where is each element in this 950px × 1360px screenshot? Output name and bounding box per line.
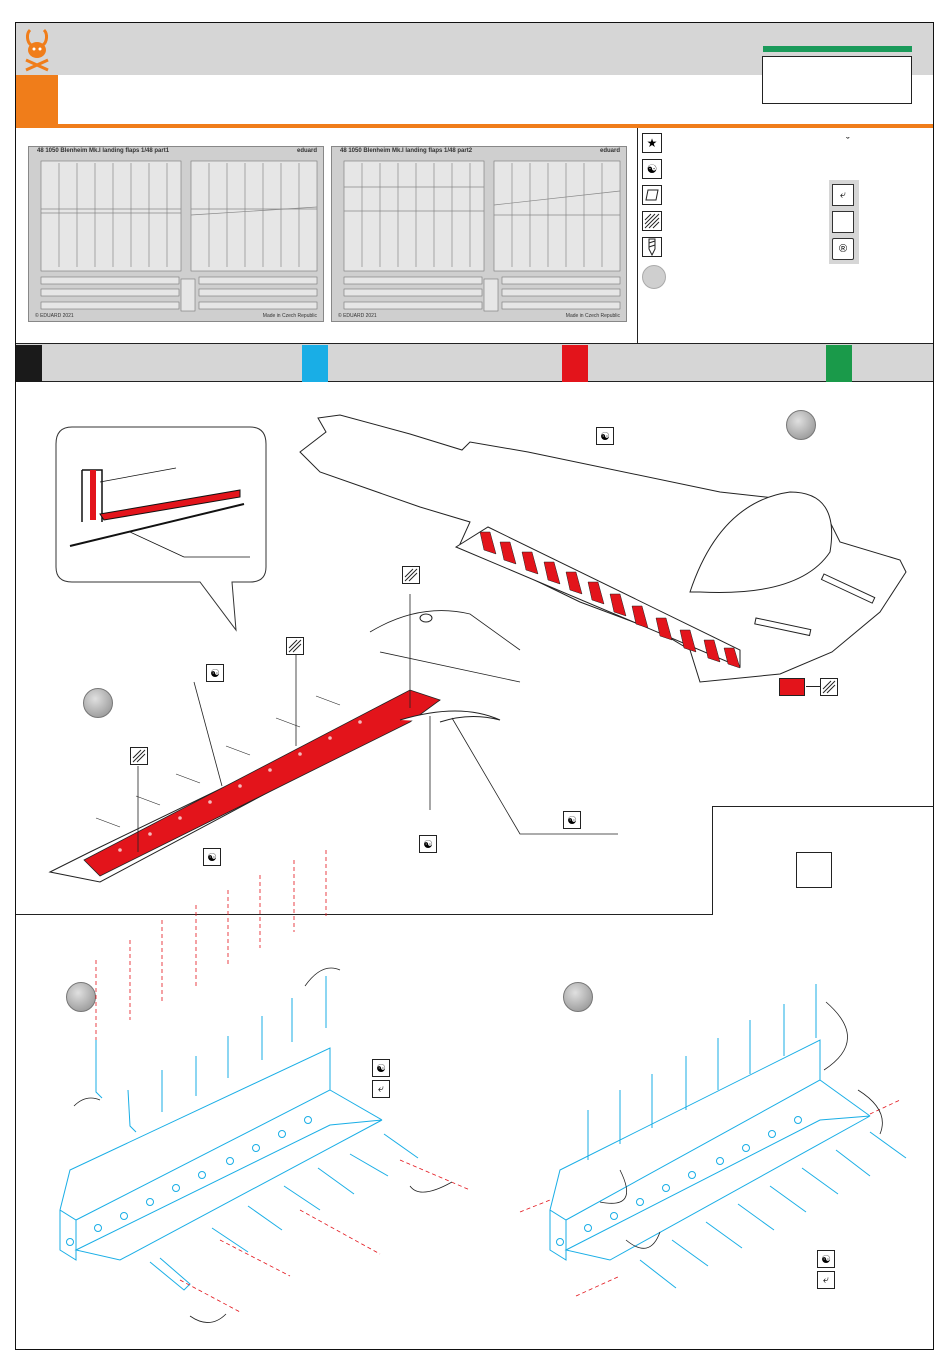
return-arrow-icon: ⤶ <box>832 184 854 206</box>
yin-yang-icon: ☯ <box>372 1059 390 1077</box>
hatched-icon <box>130 747 148 765</box>
hatched-icon <box>402 566 420 584</box>
yin-yang-icon: ☯ <box>563 811 581 829</box>
wing-flap-diagram <box>0 382 950 902</box>
header-orange-rule <box>16 124 933 128</box>
sheet-made-in: Made in Czech Republic <box>263 313 317 319</box>
registered-icon: ® <box>832 238 854 260</box>
red-color-chip <box>779 678 805 696</box>
sheet-made-in: Made in Czech Republic <box>566 313 620 319</box>
side-mark: ˇ <box>846 136 850 148</box>
blank-box-icon <box>832 211 854 233</box>
hatched-icon <box>820 678 838 696</box>
star-icon: ★ <box>642 133 662 153</box>
flap-fold-diagrams <box>0 920 950 1340</box>
gray-circle-icon <box>642 265 666 289</box>
pe-sheet-part1: 48 1050 Blenheim Mk.I landing flaps 1/48… <box>28 146 324 322</box>
eduard-bunny-logo-icon <box>20 28 54 72</box>
header-orange-square <box>16 75 58 125</box>
yin-yang-icon: ☯ <box>596 427 614 445</box>
parallelogram-icon <box>642 185 662 205</box>
yin-yang-icon: ☯ <box>419 835 437 853</box>
hatched-icon <box>286 637 304 655</box>
section-separator <box>16 914 713 915</box>
yin-yang-icon: ☯ <box>642 159 662 179</box>
color-swatch-black <box>16 345 42 382</box>
color-swatch-blue <box>302 345 328 382</box>
chip-connector <box>806 686 820 687</box>
sheet-copyright: © EDUARD 2021 <box>35 313 74 319</box>
pe-sheet-parts-drawing <box>332 147 628 323</box>
color-swatch-red <box>562 345 588 382</box>
yin-yang-icon: ☯ <box>206 664 224 682</box>
kit-tag-green-bar <box>763 46 912 52</box>
color-swatch-green <box>826 345 852 382</box>
yin-yang-icon: ☯ <box>817 1250 835 1268</box>
color-code-band <box>16 343 933 382</box>
kit-number-box <box>762 56 912 104</box>
drill-icon <box>642 237 662 257</box>
return-arrow-icon: ⤶ <box>372 1080 390 1098</box>
yin-yang-icon: ☯ <box>203 848 221 866</box>
sheet-copyright: © EDUARD 2021 <box>338 313 377 319</box>
pe-sheet-parts-drawing <box>29 147 325 323</box>
hatched-icon <box>642 211 662 231</box>
pe-sheet-part2: 48 1050 Blenheim Mk.I landing flaps 1/48… <box>331 146 627 322</box>
return-arrow-icon: ⤶ <box>817 1271 835 1289</box>
legend-divider <box>637 128 638 343</box>
side-icon-panel: ⤶ ® <box>829 180 859 264</box>
